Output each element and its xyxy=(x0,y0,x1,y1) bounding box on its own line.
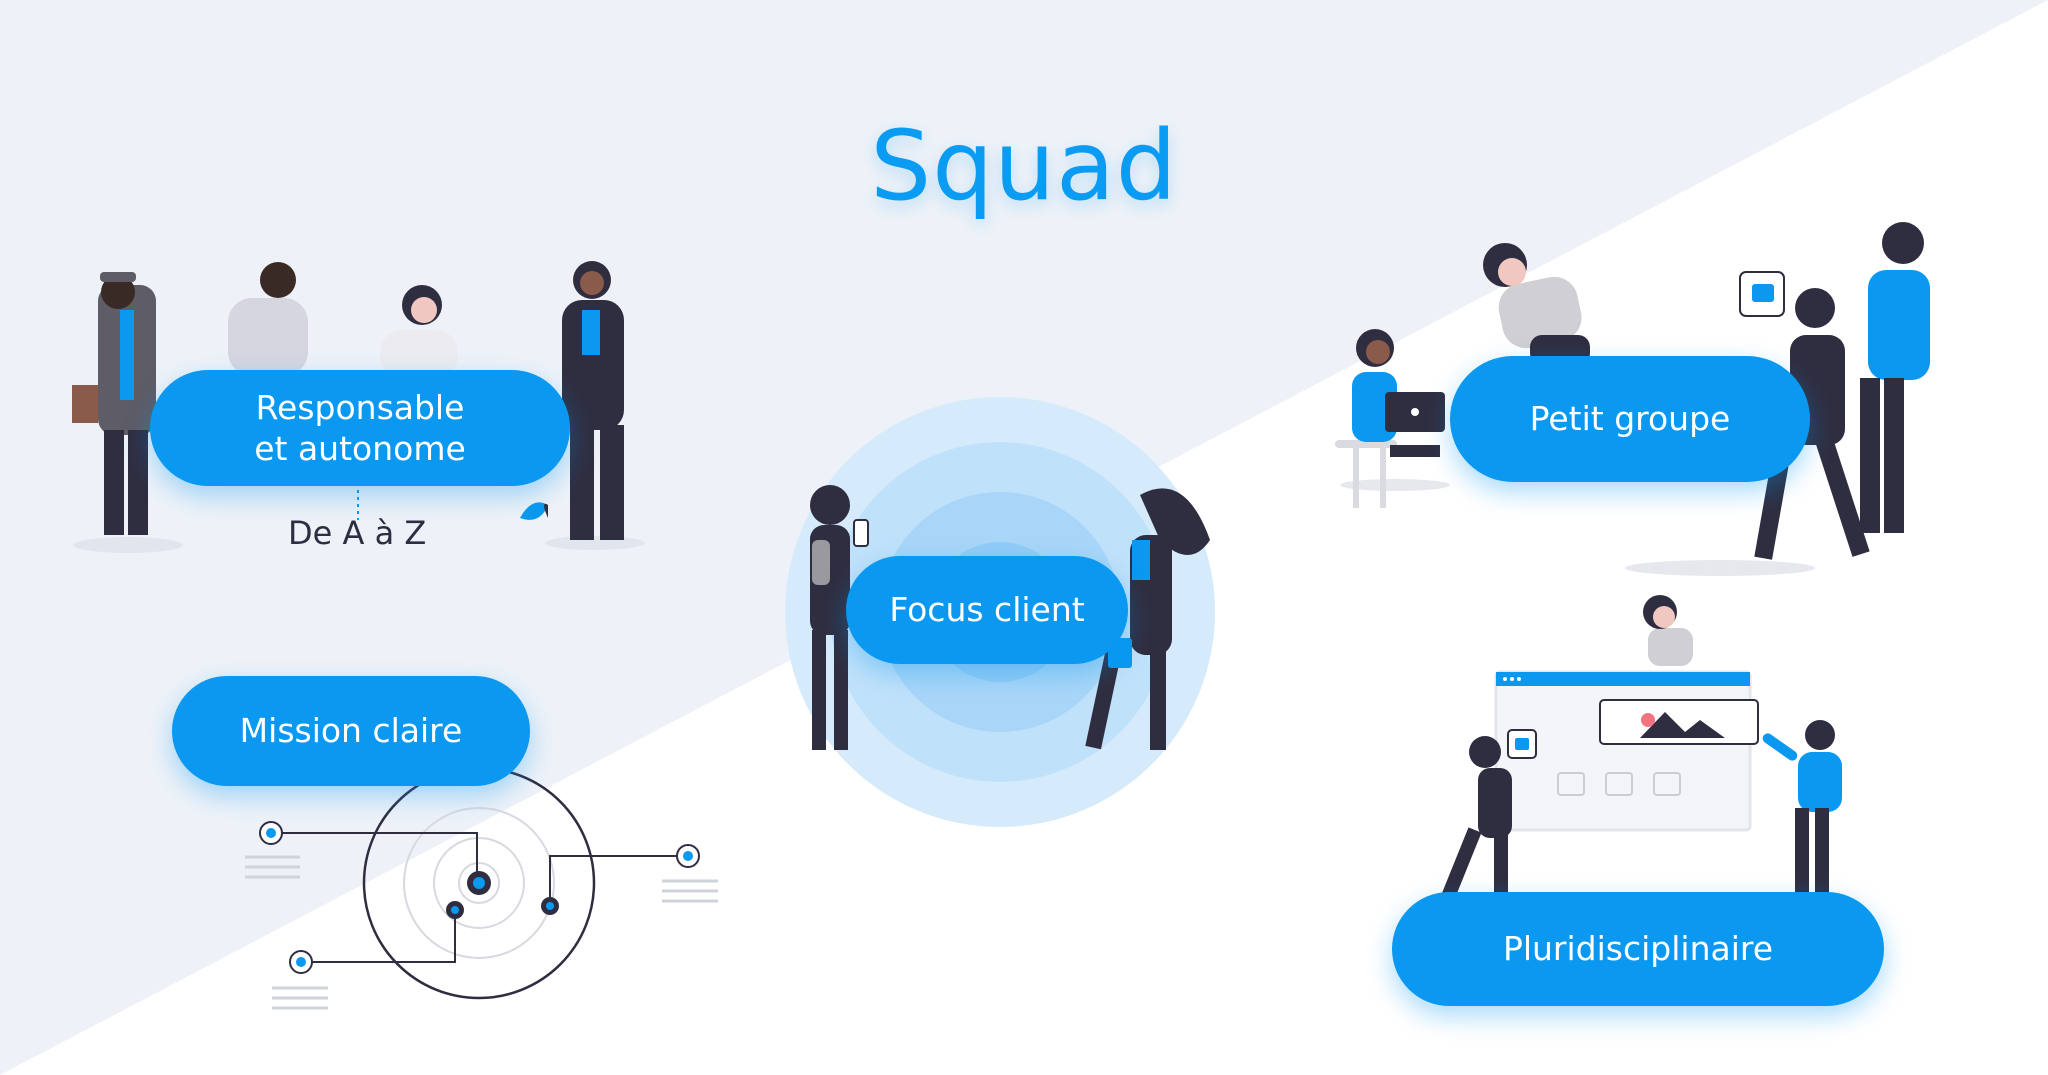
card-responsable-line1: Responsable xyxy=(255,387,465,427)
small-group-illustration xyxy=(1335,222,1930,576)
card-pluri: Pluridisciplinaire xyxy=(1392,892,1884,1006)
card-focus: Focus client xyxy=(846,556,1128,664)
card-responsable-subtitle: De A à Z xyxy=(288,514,427,552)
group-people-illustration xyxy=(72,261,645,553)
mission-target-diagram xyxy=(245,766,718,1010)
multidisciplinary-illustration xyxy=(1440,595,1842,905)
card-responsable-line2: et autonome xyxy=(254,429,466,468)
card-mission: Mission claire xyxy=(172,676,530,786)
card-petit: Petit groupe xyxy=(1450,356,1810,482)
page-title: Squad xyxy=(870,110,1178,222)
card-responsable: Responsable et autonome xyxy=(150,370,570,486)
